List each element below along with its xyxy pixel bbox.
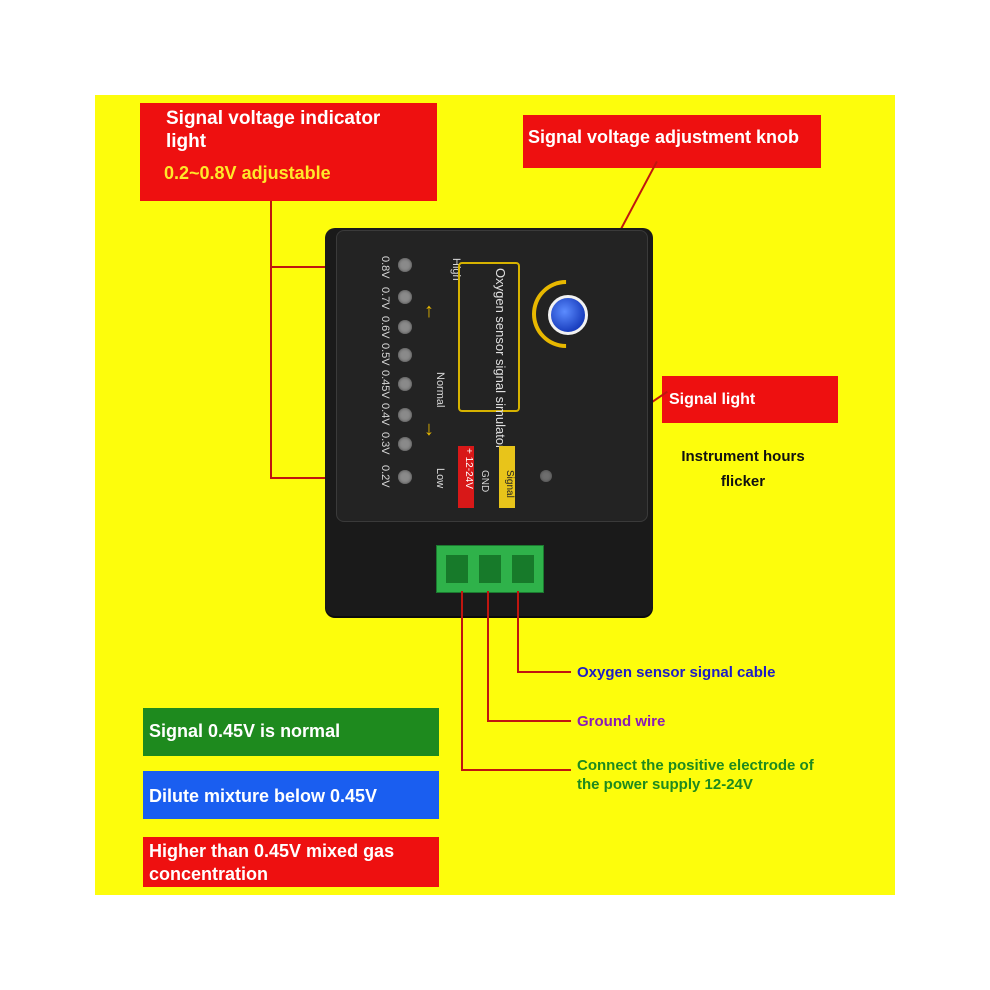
device-name-plate — [458, 262, 520, 412]
terminal-pin-gnd[interactable] — [479, 555, 501, 583]
indicator-line-top — [270, 266, 374, 268]
led-0-45v — [398, 377, 412, 391]
voltage-label-0-3v: 0.3V — [379, 432, 391, 455]
ground-wire-vertical — [487, 591, 489, 722]
device-face-panel — [336, 230, 648, 522]
indicator-range: 0.2~0.8V adjustable — [164, 163, 331, 183]
voltage-adjustment-knob[interactable] — [548, 295, 588, 335]
device-name: Oxygen sensor signal simulator — [493, 268, 508, 450]
ground-wire-text: Ground wire — [577, 713, 666, 730]
normal-signal-text: Signal 0.45V is normal — [149, 721, 341, 741]
gnd-terminal-label: GND — [479, 470, 490, 493]
signal-terminal-tag — [499, 446, 515, 508]
led-0-3v — [398, 437, 412, 451]
higher-concentration-text: Higher than 0.45V mixed gas concentratio… — [149, 841, 395, 884]
indicator-line-vertical — [270, 201, 272, 479]
indicator-line-bottom — [270, 477, 374, 479]
led-0-7v — [398, 290, 412, 304]
voltage-label-0-45v: 0.45V — [379, 370, 391, 399]
led-0-2v — [398, 470, 412, 484]
led-0-8v — [398, 258, 412, 272]
indicator-light-title: Signal voltage indicator light — [166, 108, 381, 152]
power-wire-horizontal — [461, 769, 571, 771]
up-arrow-icon: ↑ — [424, 300, 434, 322]
knob-label: Signal voltage adjustment knob — [523, 115, 821, 168]
voltage-label-0-6v: 0.6V — [379, 316, 391, 339]
terminal-pin-signal[interactable] — [512, 555, 534, 583]
power-terminal-tag — [458, 446, 474, 508]
terminal-pin-power[interactable] — [446, 555, 468, 583]
normal-label: Normal — [434, 372, 446, 408]
normal-signal-box: Signal 0.45V is normal — [143, 708, 439, 756]
voltage-label-0-5v: 0.5V — [379, 343, 391, 366]
down-arrow-icon: ↓ — [424, 418, 434, 440]
low-label: Low — [434, 468, 446, 489]
led-0-5v — [398, 348, 412, 362]
indicator-light-label: Signal voltage indicator light 0.2~0.8V … — [140, 103, 437, 201]
voltage-label-0-7v: 0.7V — [379, 287, 391, 310]
led-0-6v — [398, 320, 412, 334]
positive-electrode-text: Connect the positive electrode of the po… — [577, 757, 814, 793]
power-wire-vertical — [461, 591, 463, 771]
signal-wire-vertical — [517, 591, 519, 673]
knob-label-text: Signal voltage adjustment knob — [528, 127, 800, 147]
instrument-flicker-text: Instrument hours flicker — [681, 448, 805, 490]
signal-light-label: Signal light — [662, 376, 838, 423]
signal-wire-horizontal — [517, 671, 571, 673]
signal-terminal-label: Signal — [504, 470, 515, 498]
led-0-4v — [398, 408, 412, 422]
voltage-label-0-4v: 0.4V — [379, 403, 391, 426]
ground-wire-horizontal — [487, 720, 571, 722]
dilute-mixture-box: Dilute mixture below 0.45V — [143, 771, 439, 819]
higher-concentration-box: Higher than 0.45V mixed gas concentratio… — [143, 837, 439, 887]
oxygen-cable-text: Oxygen sensor signal cable — [577, 664, 776, 681]
power-terminal-label: + 12-24V — [463, 448, 474, 489]
voltage-label-0-8v: 0.8V — [379, 256, 391, 279]
terminal-block[interactable] — [436, 545, 544, 593]
dilute-mixture-text: Dilute mixture below 0.45V — [149, 786, 378, 806]
signal-light-text: Signal light — [669, 391, 756, 408]
voltage-label-0-2v: 0.2V — [379, 465, 391, 488]
signal-light-led — [540, 470, 552, 482]
